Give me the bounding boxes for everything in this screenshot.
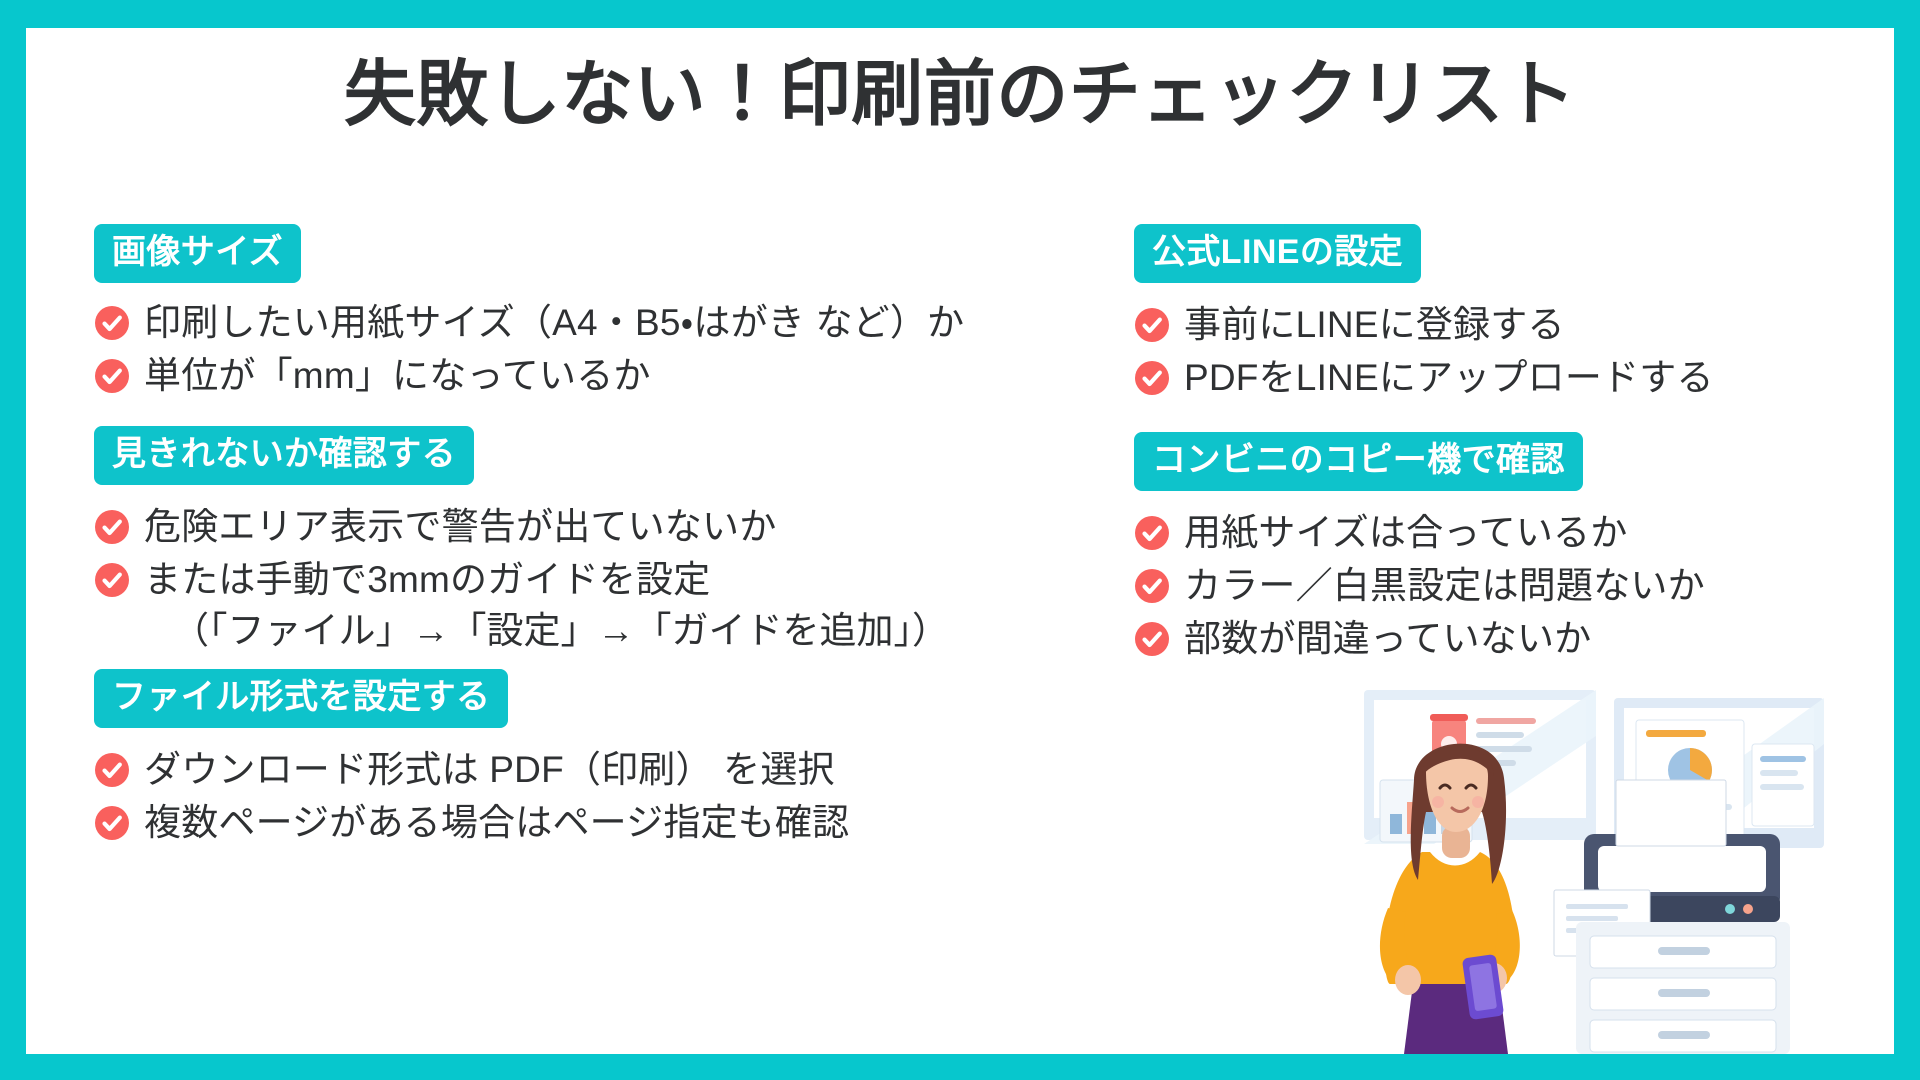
section-heading-badge: 見きれないか確認する bbox=[94, 425, 474, 485]
check-circle-icon bbox=[94, 305, 130, 341]
checklist-items: 危険エリア表示で警告が出ていないかまたは手動で3mmのガイドを設定 （「ファイル」… bbox=[94, 503, 1094, 655]
checklist-item[interactable]: ダウンロード形式は PDF（印刷） を選択 bbox=[94, 746, 1094, 793]
checklist-section: 画像サイズ印刷したい用紙サイズ（A4・B5・はがき など）か単位が「mm」になっ… bbox=[94, 224, 1094, 400]
checklist-items: ダウンロード形式は PDF（印刷） を選択複数ページがある場合はページ指定も確認 bbox=[94, 746, 1094, 847]
checklist-item-label: 用紙サイズは合っているか bbox=[1184, 511, 1628, 553]
checklist-section: ファイル形式を設定するダウンロード形式は PDF（印刷） を選択複数ページがある… bbox=[94, 668, 1094, 847]
checklist-item-label: カラー／白黒設定は問題ないか bbox=[1184, 565, 1705, 607]
checklist-items: 事前にLINEに登録する PDFをLINEにアップロードする bbox=[1134, 301, 1854, 402]
checklist-item-label: 印刷したい用紙サイズ（A4・B5・はがき など）か bbox=[144, 302, 965, 343]
checklist-item-label: または手動で3mmのガイドを設定 bbox=[144, 559, 711, 601]
checklist-item[interactable]: 事前にLINEに登録する bbox=[1134, 301, 1854, 348]
checklist-item[interactable]: 部数が間違っていないか bbox=[1134, 615, 1854, 662]
section-heading-badge: 画像サイズ bbox=[94, 224, 301, 283]
checklist-item[interactable]: PDFをLINEにアップロードする bbox=[1134, 354, 1854, 401]
checklist-item-label: 事前にLINEに登録する bbox=[1184, 304, 1565, 345]
checklist-item-label: PDFをLINEにアップロードする bbox=[1184, 357, 1714, 399]
checklist-section: 公式LINEの設定事前にLINEに登録する PDFをLINEにアップロードする bbox=[1134, 224, 1854, 402]
check-circle-icon bbox=[94, 752, 130, 788]
check-circle-icon bbox=[1134, 568, 1170, 604]
checklist-item[interactable]: 危険エリア表示で警告が出ていないか bbox=[94, 503, 1094, 550]
checklist-item[interactable]: 単位が「mm」になっているか bbox=[94, 352, 1094, 399]
checklist-item[interactable]: 印刷したい用紙サイズ（A4・B5・はがき など）か bbox=[94, 299, 1094, 346]
checklist-item-subline: （「ファイル」→「設定」→「ガイドを追加」） bbox=[172, 610, 949, 652]
check-circle-icon bbox=[94, 562, 130, 598]
check-circle-icon bbox=[1134, 515, 1170, 551]
checklist-item[interactable]: または手動で3mmのガイドを設定 bbox=[94, 556, 1094, 603]
checklist-column-left: 画像サイズ印刷したい用紙サイズ（A4・B5・はがき など）か単位が「mm」になっ… bbox=[94, 224, 1094, 853]
check-circle-icon bbox=[94, 509, 130, 545]
page-title: 失敗しない！印刷前のチェックリスト bbox=[343, 55, 1577, 135]
check-circle-icon bbox=[94, 358, 130, 394]
checklist-section: 見きれないか確認する危険エリア表示で警告が出ていないかまたは手動で3mmのガイド… bbox=[94, 425, 1094, 655]
woman-with-phone-and-printer-illustration bbox=[1254, 684, 1874, 1054]
poster-canvas: 失敗しない！印刷前のチェックリスト 画像サイズ印刷したい用紙サイズ（A4・B5・… bbox=[26, 28, 1894, 1054]
check-circle-icon bbox=[1134, 307, 1170, 343]
checklist-item-label: 危険エリア表示で警告が出ていないか bbox=[144, 505, 777, 547]
checklist-item[interactable]: 用紙サイズは合っているか bbox=[1134, 509, 1854, 556]
checklist-item-label: 単位が「mm」になっているか bbox=[144, 355, 651, 397]
checklist-items: 印刷したい用紙サイズ（A4・B5・はがき など）か単位が「mm」になっているか bbox=[94, 299, 1094, 400]
check-circle-icon bbox=[1134, 360, 1170, 396]
checklist-item-label: 部数が間違っていないか bbox=[1184, 618, 1592, 660]
checklist-section: コンビニのコピー機で確認用紙サイズは合っているかカラー／白黒設定は問題ないか部数… bbox=[1134, 431, 1854, 663]
section-heading-badge: ファイル形式を設定する bbox=[94, 668, 509, 728]
section-heading-badge: コンビニのコピー機で確認 bbox=[1134, 431, 1583, 491]
checklist-column-right: 公式LINEの設定事前にLINEに登録する PDFをLINEにアップロードするコン… bbox=[1134, 224, 1854, 669]
section-heading-badge: 公式LINEの設定 bbox=[1134, 224, 1422, 283]
checklist-item-label: ダウンロード形式は PDF（印刷） を選択 bbox=[144, 748, 835, 790]
check-circle-icon bbox=[94, 805, 130, 841]
check-circle-icon bbox=[1134, 621, 1170, 657]
checklist-items: 用紙サイズは合っているかカラー／白黒設定は問題ないか部数が間違っていないか bbox=[1134, 509, 1854, 663]
checklist-item[interactable]: カラー／白黒設定は問題ないか bbox=[1134, 562, 1854, 609]
checklist-item[interactable]: 複数ページがある場合はページ指定も確認 bbox=[94, 799, 1094, 846]
checklist-item-label: 複数ページがある場合はページ指定も確認 bbox=[144, 802, 850, 844]
